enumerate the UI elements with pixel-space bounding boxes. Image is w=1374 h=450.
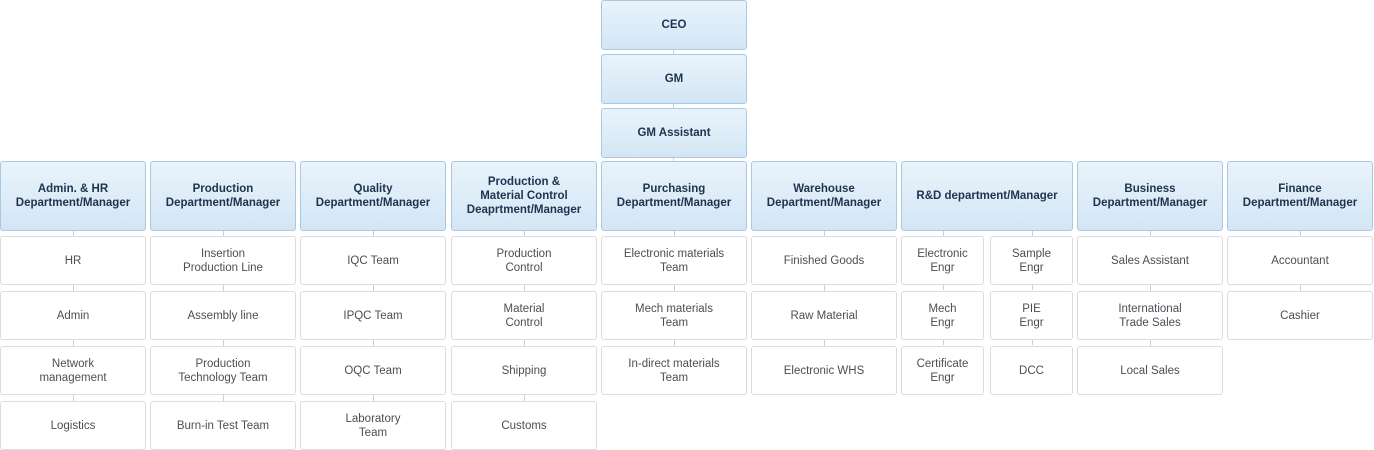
team-box: Admin bbox=[0, 291, 146, 340]
team-box: Electronic WHS bbox=[751, 346, 897, 395]
team-box: Mech Engr bbox=[901, 291, 984, 340]
ceo-box: CEO bbox=[601, 0, 747, 50]
connector bbox=[1150, 285, 1151, 291]
connector bbox=[524, 395, 525, 401]
team-box: Sample Engr bbox=[990, 236, 1073, 285]
team-box: Network management bbox=[0, 346, 146, 395]
team-box: Material Control bbox=[451, 291, 597, 340]
department-header: Business Department/Manager bbox=[1077, 161, 1223, 231]
connector bbox=[223, 231, 224, 236]
connector bbox=[223, 395, 224, 401]
team-box: International Trade Sales bbox=[1077, 291, 1223, 340]
connector bbox=[373, 231, 374, 236]
connector bbox=[673, 104, 674, 108]
connector bbox=[942, 340, 944, 345]
department-header: Warehouse Department/Manager bbox=[751, 161, 897, 231]
connector bbox=[824, 231, 825, 236]
team-box: Local Sales bbox=[1077, 346, 1223, 395]
department-header: Production Department/Manager bbox=[150, 161, 296, 231]
team-box: Production Technology Team bbox=[150, 346, 296, 395]
connector bbox=[1031, 285, 1033, 290]
connector bbox=[373, 395, 374, 401]
team-box: Production Control bbox=[451, 236, 597, 285]
connector bbox=[942, 285, 944, 290]
team-box: Electronic materials Team bbox=[601, 236, 747, 285]
team-box: Sales Assistant bbox=[1077, 236, 1223, 285]
team-box: Insertion Production Line bbox=[150, 236, 296, 285]
team-box: Cashier bbox=[1227, 291, 1373, 340]
connector bbox=[824, 340, 825, 346]
team-box: In-direct materials Team bbox=[601, 346, 747, 395]
gm-box: GM bbox=[601, 54, 747, 104]
team-box: PIE Engr bbox=[990, 291, 1073, 340]
connector bbox=[73, 285, 74, 291]
connector bbox=[524, 285, 525, 291]
connector bbox=[373, 285, 374, 291]
team-box: Assembly line bbox=[150, 291, 296, 340]
connector bbox=[373, 340, 374, 346]
connector bbox=[1300, 231, 1301, 236]
team-box: Mech materials Team bbox=[601, 291, 747, 340]
team-box: Raw Material bbox=[751, 291, 897, 340]
connector bbox=[223, 285, 224, 291]
team-box: Burn-in Test Team bbox=[150, 401, 296, 450]
department-header: Quality Department/Manager bbox=[300, 161, 446, 231]
connector bbox=[73, 395, 74, 401]
team-box: OQC Team bbox=[300, 346, 446, 395]
connector bbox=[73, 231, 74, 236]
team-box: Certificate Engr bbox=[901, 346, 984, 395]
connector bbox=[674, 231, 675, 236]
team-box: Electronic Engr bbox=[901, 236, 984, 285]
connector bbox=[1031, 231, 1033, 236]
team-box: Accountant bbox=[1227, 236, 1373, 285]
team-box: HR bbox=[0, 236, 146, 285]
team-box: Shipping bbox=[451, 346, 597, 395]
connector bbox=[673, 158, 674, 161]
connector bbox=[524, 340, 525, 346]
connector bbox=[674, 285, 675, 291]
team-box: Logistics bbox=[0, 401, 146, 450]
connector bbox=[1150, 231, 1151, 236]
team-box: Customs bbox=[451, 401, 597, 450]
connector bbox=[223, 340, 224, 346]
connector bbox=[673, 50, 674, 54]
department-header: Finance Department/Manager bbox=[1227, 161, 1373, 231]
department-header: Production & Material Control Deaprtment… bbox=[451, 161, 597, 231]
connector bbox=[73, 340, 74, 346]
connector bbox=[824, 285, 825, 291]
department-header: Admin. & HR Department/Manager bbox=[0, 161, 146, 231]
department-header: R&D department/Manager bbox=[901, 161, 1073, 231]
team-box: IPQC Team bbox=[300, 291, 446, 340]
connector bbox=[524, 231, 525, 236]
connector bbox=[1031, 340, 1033, 345]
connector bbox=[1300, 285, 1301, 291]
team-box: IQC Team bbox=[300, 236, 446, 285]
team-box: Laboratory Team bbox=[300, 401, 446, 450]
connector bbox=[674, 340, 675, 346]
department-header: Purchasing Department/Manager bbox=[601, 161, 747, 231]
gm-assistant-box: GM Assistant bbox=[601, 108, 747, 158]
connector bbox=[942, 231, 944, 236]
team-box: Finished Goods bbox=[751, 236, 897, 285]
connector bbox=[1150, 340, 1151, 346]
team-box: DCC bbox=[990, 346, 1073, 395]
